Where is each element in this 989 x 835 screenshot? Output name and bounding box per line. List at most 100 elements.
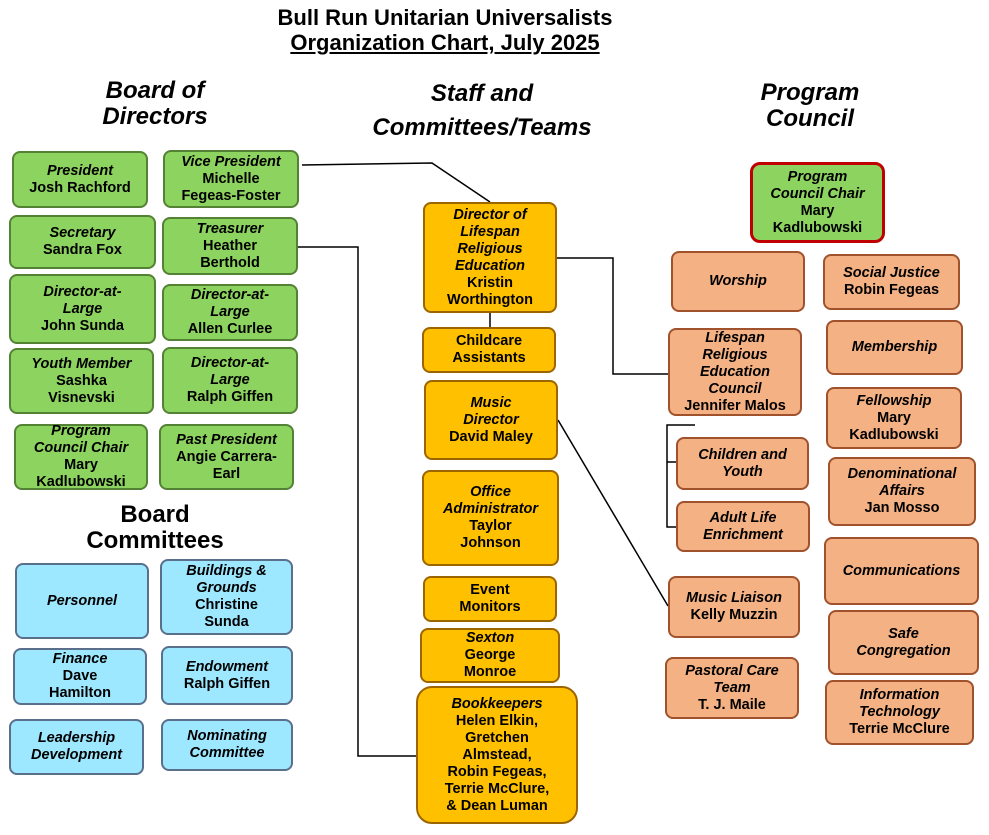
person-name: Jennifer Malos [684,397,786,414]
person-name: Sashka [56,372,107,389]
staff-bookkeepers: Bookkeepers Helen Elkin, Gretchen Almste… [416,686,578,824]
staff-event-monitors: Event Monitors [423,576,557,622]
staff-heading-line1: Staff and [430,80,534,107]
chart-subtitle: Organization Chart, July 2025 [290,30,600,55]
person-name: Sunda [204,614,249,630]
role-label: Worship [709,273,767,289]
person-name: Ralph Giffen [186,389,274,405]
role-label: Vice President [181,153,281,170]
role-label: Director [463,411,519,428]
vp-to-dlre-connector [301,162,491,203]
person-name: Robin Fegeas, [447,763,547,780]
staff-director-lre: Director of Lifespan Religious Education… [423,202,557,313]
board-secretary: Secretary Sandra Fox [9,215,156,269]
role-label: Past President [176,431,277,448]
role-label: Adult Life [709,509,777,526]
board-heading-line2: Directors [102,103,208,130]
role-label: Sexton [465,630,515,646]
program-heading-line1: Program [760,79,860,106]
role-label: Affairs [879,483,925,499]
person-name: John Sunda [41,317,124,334]
role-label: Large [210,304,250,320]
role-label: Endowment [185,658,269,675]
role-label: Program [51,423,111,439]
role-label: Children and [698,446,787,463]
person-name: Mary [800,202,835,219]
role-label: Personnel [46,592,118,609]
program-social-justice: Social Justice Robin Fegeas [823,254,960,310]
board-past-president: Past President Angie Carrera- Earl [159,424,294,490]
program-heading: Program Council [735,80,885,132]
role-label: Education [699,363,771,380]
person-name: Terrie McClure [849,721,950,737]
role-label: Leadership [37,730,116,746]
role-label: Event [470,582,510,598]
role-label: Secretary [49,225,116,241]
role-label: President [46,162,114,179]
person-name: Josh Rachford [29,179,131,196]
role-label: Youth [722,463,763,480]
role-label: Director-at- [190,287,270,303]
committee-finance: Finance Dave Hamilton [13,648,147,705]
program-council-chair: Program Council Chair Mary Kadlubowski [750,162,885,243]
staff-office-administrator: Office Administrator Taylor Johnson [422,470,559,566]
role-label: Congregation [856,642,951,659]
committees-heading-line1: Board [120,501,190,528]
dlre-to-lre-council-connector [557,257,669,375]
role-label: Lifespan [460,223,520,240]
person-name: Monroe [463,664,517,680]
role-label: Director-at- [190,355,270,371]
board-vice-president: Vice President Michelle Fegeas-Foster [163,150,299,208]
person-name: & Dean Luman [446,797,548,814]
role-label: Committee [189,745,265,761]
staff-childcare: Childcare Assistants [422,327,556,373]
person-name: Earl [212,465,241,482]
role-label: Team [713,679,751,696]
person-name: Michelle [202,170,260,187]
program-pastoral-care: Pastoral Care Team T. J. Maile [665,657,799,719]
person-name: Heather [203,237,257,254]
role-label: Administrator [442,501,539,517]
role-label: Nominating [187,728,267,744]
person-name: George [464,647,516,663]
person-name: Angie Carrera- [176,448,277,465]
person-name: Worthington [447,291,533,308]
role-label: Treasurer [196,220,264,237]
person-name: Ralph Giffen [183,675,271,692]
role-label: Large [62,300,103,317]
board-heading: Board of Directors [85,78,225,130]
role-label: Monitors [459,599,521,615]
person-name: Kristin [467,274,513,291]
role-label: Development [30,747,123,763]
program-adult-life-enrichment: Adult Life Enrichment [676,501,810,552]
person-name: Hamilton [48,685,112,701]
person-name: David Maley [449,428,533,445]
program-heading-line2: Council [766,105,854,132]
person-name: Taylor [469,518,512,534]
role-label: Information [859,687,940,703]
person-name: Mary [64,457,98,473]
role-label: Social Justice [843,265,940,281]
committee-nominating: Nominating Committee [161,719,293,771]
role-label: Religious [702,346,768,363]
committees-heading-line2: Committees [86,527,224,554]
role-label: Communications [842,562,961,579]
chart-title: Bull Run Unitarian Universalists [277,5,613,30]
person-name: Mary [877,409,911,426]
role-label: Director-at- [43,283,122,300]
music-director-to-liaison-connector [557,419,669,607]
board-director-sunda: Director-at- Large John Sunda [9,274,156,344]
committee-buildings-grounds: Buildings & Grounds Christine Sunda [160,559,293,635]
board-director-giffen: Director-at- Large Ralph Giffen [162,347,298,414]
staff-sexton: Sexton George Monroe [420,628,560,683]
role-label: Music [470,394,512,411]
role-label: Large [210,372,250,388]
committee-leadership: Leadership Development [9,719,144,775]
person-name: Visnevski [48,389,115,406]
person-name: Kelly Muzzin [690,607,778,623]
role-label: Program [787,168,848,185]
person-name: T. J. Maile [698,696,766,713]
board-heading-line1: Board of [105,77,205,104]
role-label: Membership [851,339,938,355]
role-label: Grounds [196,580,257,596]
